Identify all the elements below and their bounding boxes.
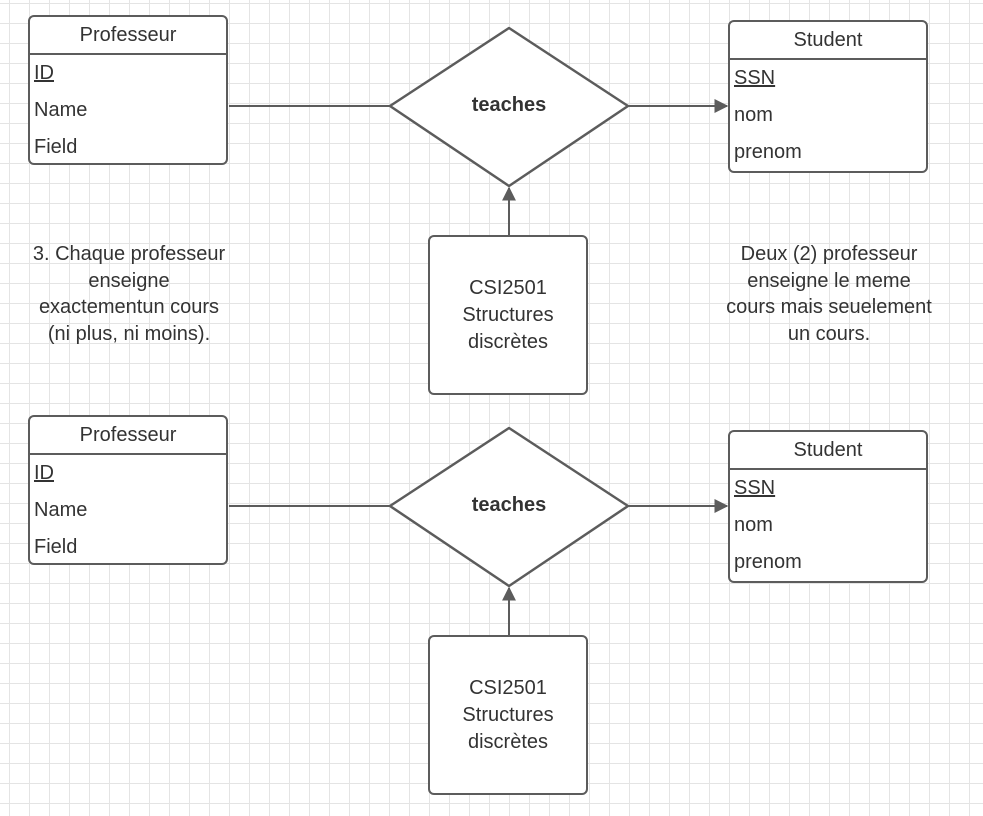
course-title-line: discrètes [467, 330, 549, 353]
relationship-diamond-1 [388, 26, 630, 188]
entity-course-2: CSI2501 Structures discrètes [428, 635, 588, 795]
entity-professeur-1: Professeur ID Name Field [28, 15, 228, 165]
note-line: exactementun cours [38, 296, 220, 318]
relationship-diamond-2 [388, 426, 630, 588]
note-line: (ni plus, ni moins). [47, 322, 211, 345]
attribute-ssn-key: SSN [734, 477, 776, 499]
attribute-field: Field [34, 536, 78, 558]
note-line: cours mais seuelement [726, 296, 932, 318]
note-line: 3. Chaque professeur [32, 243, 226, 265]
course-code: CSI2501 [469, 276, 547, 299]
entity-professeur-2: Professeur ID Name Field [28, 415, 228, 565]
attribute-field: Field [34, 136, 78, 158]
relationship-label-1: teaches [471, 94, 547, 116]
note-line: Deux (2) professeur [740, 243, 918, 265]
course-title-line: Structures [462, 303, 554, 326]
attribute-prenom: prenom [734, 551, 802, 573]
attribute-name: Name [34, 499, 88, 521]
note-line: enseigne [88, 269, 170, 292]
entity-course-1: CSI2501 Structures discrètes [428, 235, 588, 395]
entity-student-1: Student SSN nom prenom [728, 20, 928, 173]
attribute-name: Name [34, 99, 88, 121]
attribute-prenom: prenom [734, 141, 802, 163]
attribute-ssn-key: SSN [734, 67, 776, 89]
entity-student-2: Student SSN nom prenom [728, 430, 928, 583]
course-title-line: discrètes [467, 730, 549, 753]
course-title-line: Structures [462, 703, 554, 726]
entity-title: Professeur [30, 417, 226, 455]
note-line: enseigne le meme [747, 269, 911, 292]
attribute-id-key: ID [34, 62, 54, 84]
relationship-label-2: teaches [471, 494, 547, 516]
attribute-nom: nom [734, 514, 773, 536]
note-line: un cours. [787, 322, 871, 345]
entity-title: Professeur [30, 17, 226, 55]
attribute-id-key: ID [34, 462, 54, 484]
entity-title: Student [730, 432, 926, 470]
attribute-nom: nom [734, 104, 773, 126]
course-code: CSI2501 [469, 676, 547, 699]
note-left: 3. Chaque professeur enseigne exactement… [14, 241, 244, 347]
note-right: Deux (2) professeur enseigne le meme cou… [709, 241, 949, 347]
entity-title: Student [730, 22, 926, 60]
